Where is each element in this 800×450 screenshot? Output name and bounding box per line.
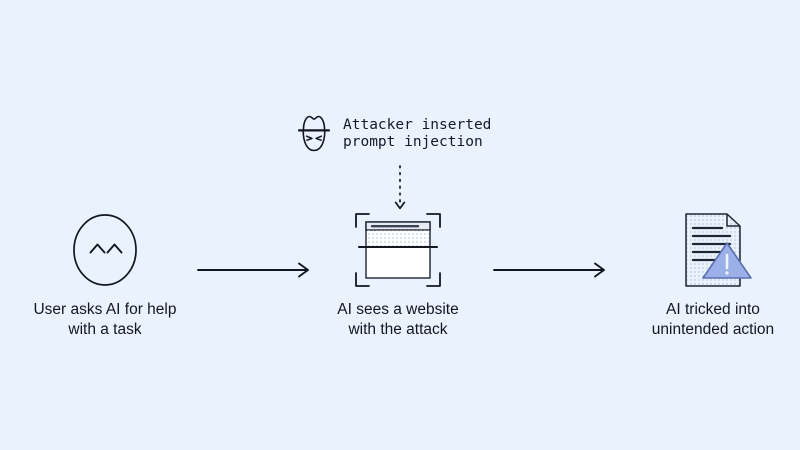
stage-ai-sees-website: AI sees a website with the attack bbox=[288, 206, 508, 340]
stage-user-asks: User asks AI for help with a task bbox=[0, 206, 215, 340]
stage-user-asks-label: User asks AI for help with a task bbox=[33, 301, 177, 338]
stage-ai-tricked-label: AI tricked into unintended action bbox=[651, 301, 775, 338]
connector-arrow-1 bbox=[196, 258, 316, 282]
stage-ai-tricked: AI tricked into unintended action bbox=[603, 206, 800, 340]
attacker-callout-text: Attacker inserted prompt injection bbox=[343, 117, 491, 151]
connector-arrow-2 bbox=[492, 258, 612, 282]
document-warning-icon bbox=[670, 206, 756, 294]
website-scan-icon bbox=[352, 206, 444, 294]
attacker-callout-line1: Attacker inserted bbox=[343, 117, 492, 133]
attacker-hat-icon bbox=[294, 112, 334, 156]
stage-ai-sees-website-label: AI sees a website with the attack bbox=[337, 301, 459, 338]
dotted-injection-arrow bbox=[385, 165, 415, 214]
attacker-callout-line2: prompt injection bbox=[343, 134, 483, 150]
attacker-callout: Attacker inserted prompt injection bbox=[294, 112, 491, 156]
user-face-icon bbox=[65, 206, 145, 294]
